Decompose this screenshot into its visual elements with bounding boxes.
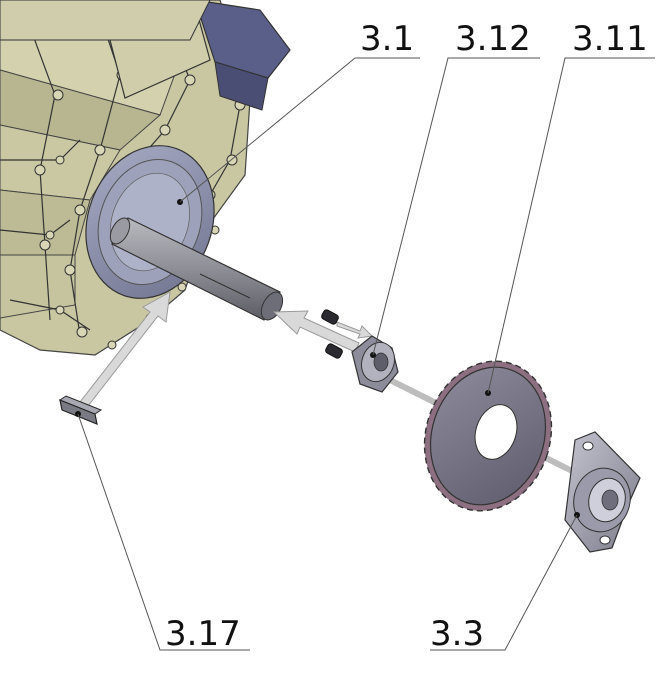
drive-shaft (109, 217, 284, 321)
callout-3-12: 3.12 (455, 19, 531, 59)
callout-3-3: 3.3 (430, 614, 484, 654)
leader-lines (77, 57, 655, 651)
hub-collar (351, 335, 399, 393)
flange-bearing (564, 431, 641, 553)
callout-3-17: 3.17 (165, 614, 241, 654)
grub-screw-upper (321, 309, 339, 325)
sprocket (423, 360, 553, 512)
callout-3-11: 3.11 (572, 19, 648, 59)
callout-3-1: 3.1 (360, 19, 414, 59)
assembly-arrows (79, 291, 374, 407)
shaft-key (58, 395, 103, 425)
drum-housing (0, 0, 291, 356)
grub-screw-lower (325, 343, 343, 359)
